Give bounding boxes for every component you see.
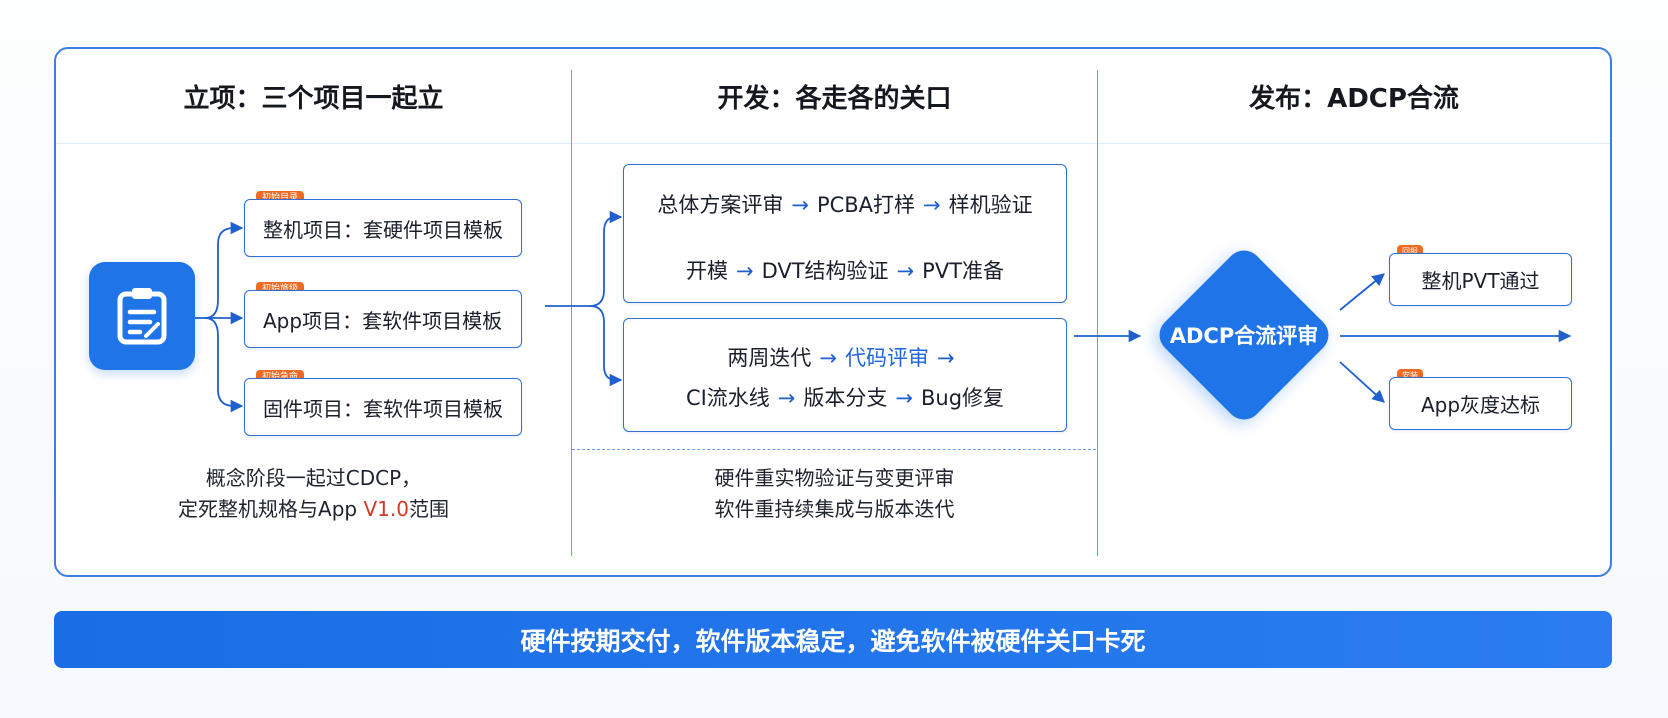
- flow-arrow: →: [819, 346, 837, 370]
- flow-arrow: →: [923, 193, 941, 217]
- initiation-note-line2: 定死整机规格与App V1.0范围: [56, 494, 571, 525]
- step-bug-fix: Bug修复: [921, 386, 1005, 410]
- step-prototype-verify: 样机验证: [948, 193, 1033, 217]
- step-dvt: DVT结构验证: [761, 259, 889, 283]
- project-box-firmware[interactable]: 固件项目：套软件项目模板: [244, 378, 522, 436]
- initiation-note-prefix: 定死整机规格与App: [178, 497, 364, 521]
- flow-arrow: →: [735, 259, 754, 283]
- project-box-app[interactable]: App项目：套软件项目模板: [244, 290, 522, 348]
- development-note-line1: 硬件重实物验证与变更评审: [714, 466, 955, 490]
- flow-arrow: →: [896, 259, 915, 283]
- step-pvt-prep: PVT准备: [922, 259, 1005, 283]
- version-highlight: V1.0: [363, 497, 409, 521]
- development-note-line2: 软件重持续集成与版本迭代: [714, 497, 955, 521]
- flow-arrow: →: [777, 386, 796, 410]
- flow-arrow: →: [937, 346, 955, 370]
- column-divider-2: [1097, 70, 1098, 556]
- flow-arrow: →: [791, 193, 809, 217]
- output-box-app-gray[interactable]: App灰度达标: [1389, 377, 1572, 430]
- hardware-flow-row-2: 开模 → DVT结构验证 → PVT准备: [624, 255, 1066, 285]
- column-title-development: 开发：各走各的关口: [717, 84, 952, 114]
- adcp-review-label: ADCP合流评审: [1169, 324, 1319, 348]
- step-version-branch: 版本分支: [803, 386, 888, 410]
- clipboard-icon: [89, 262, 195, 370]
- step-overall-review: 总体方案评审: [657, 193, 784, 217]
- initiation-note: 概念阶段一起过CDCP， 定死整机规格与App V1.0范围: [56, 463, 571, 525]
- output-box-pvt-pass[interactable]: 整机PVT通过: [1389, 253, 1572, 306]
- hardware-flow-row-1: 总体方案评审 → PCBA打样 → 样机验证: [624, 189, 1066, 219]
- header-separator: [56, 143, 1610, 144]
- adcp-review-diamond[interactable]: ADCP合流评审: [1149, 240, 1339, 430]
- column-title-initiation: 立项：三个项目一起立: [183, 84, 444, 114]
- software-flow-row-2: CI流水线 → 版本分支 → Bug修复: [624, 382, 1066, 412]
- initiation-note-suffix: 范围: [408, 497, 449, 521]
- software-flow-box[interactable]: 两周迭代 → 代码评审 → CI流水线 → 版本分支 → Bug修复: [623, 318, 1067, 432]
- column-divider-1: [571, 70, 572, 556]
- step-pcba-sample: PCBA打样: [816, 193, 916, 217]
- hardware-flow-box[interactable]: 总体方案评审 → PCBA打样 → 样机验证 开模 → DVT结构验证 → PVT准备: [623, 164, 1067, 303]
- initiation-note-line1: 概念阶段一起过CDCP，: [205, 466, 422, 490]
- step-ci-pipeline: CI流水线: [685, 386, 770, 410]
- summary-banner: 硬件按期交付，软件版本稳定，避免软件被硬件关口卡死: [54, 611, 1612, 668]
- step-two-week-iteration: 两周迭代: [727, 346, 812, 370]
- software-flow-row-1: 两周迭代 → 代码评审 →: [624, 342, 1066, 372]
- project-box-hardware[interactable]: 整机项目：套硬件项目模板: [244, 199, 522, 257]
- flow-arrow: →: [895, 386, 914, 410]
- column-title-release: 发布：ADCP合流: [1249, 84, 1459, 114]
- step-code-review: 代码评审: [845, 346, 929, 370]
- development-note: 硬件重实物验证与变更评审 软件重持续集成与版本迭代: [572, 463, 1097, 525]
- clipboard-glyph: [117, 288, 167, 345]
- development-dashed-divider: [572, 449, 1096, 450]
- step-tooling: 开模: [685, 259, 728, 283]
